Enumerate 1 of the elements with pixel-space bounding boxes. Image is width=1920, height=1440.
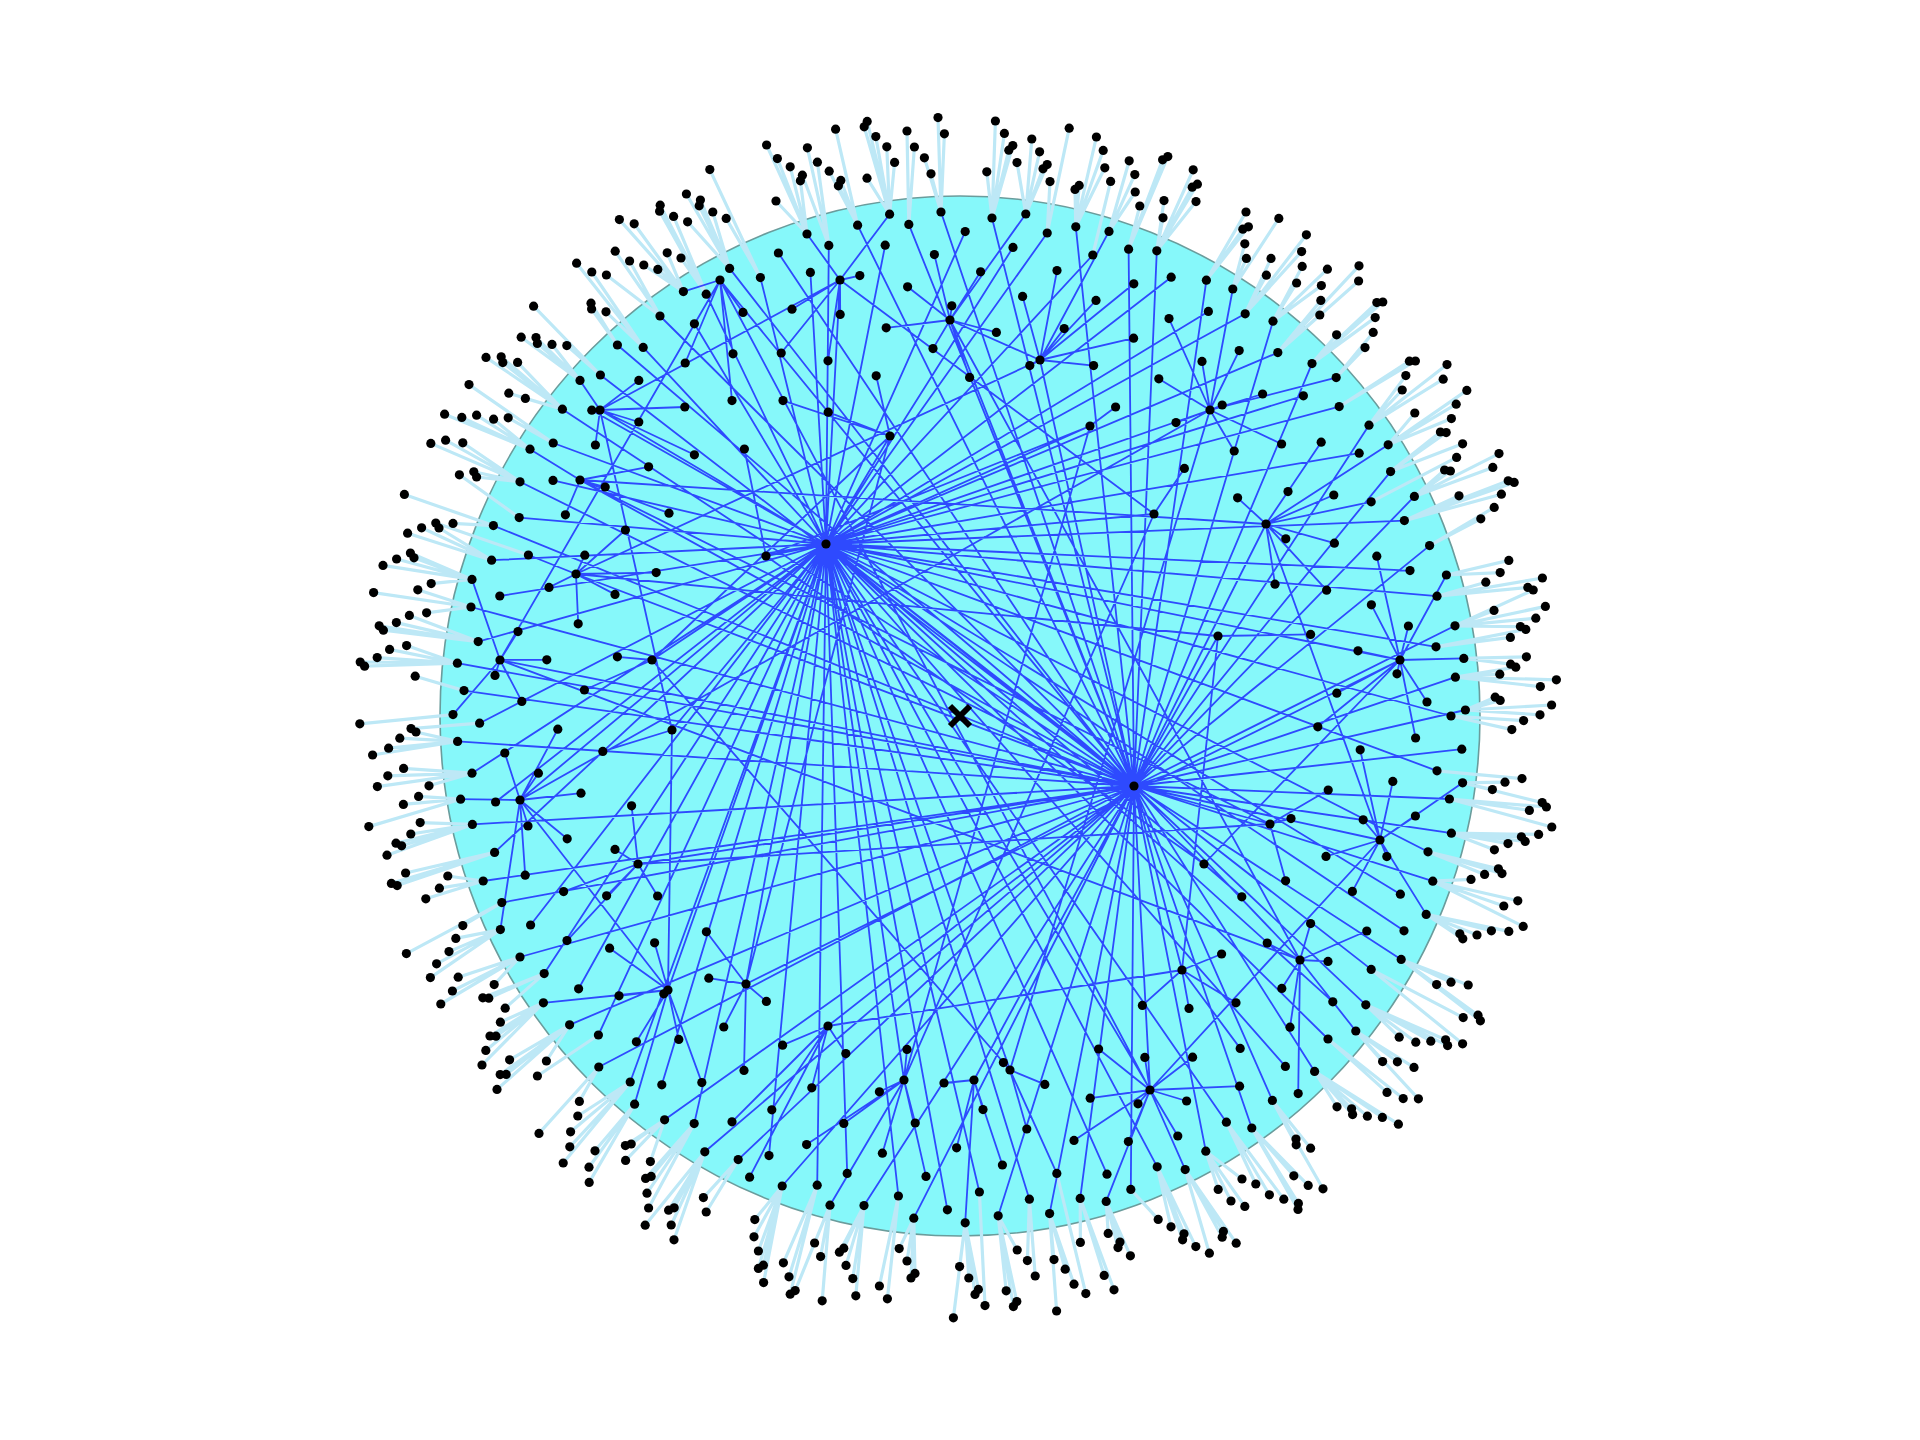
network-drawing [352, 110, 1564, 1324]
